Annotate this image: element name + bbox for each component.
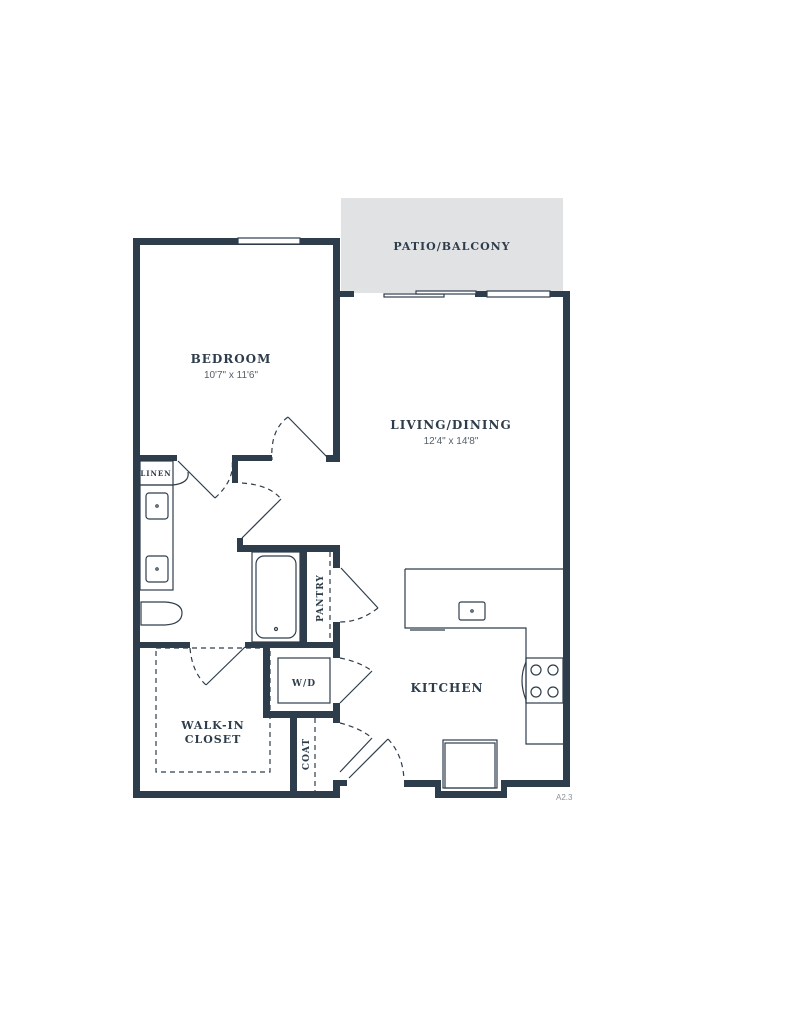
refrigerator-icon [442, 739, 498, 789]
kitchen-counter [404, 568, 563, 745]
sink-icon [145, 492, 169, 520]
plan-code: A2.3 [556, 793, 573, 802]
living-label: LIVING/DINING [390, 418, 511, 432]
living-dimensions: 12'4" x 14'8" [424, 436, 479, 447]
fixtures [139, 460, 564, 791]
stove-icon [525, 657, 564, 704]
closet-label-line2: CLOSET [185, 733, 242, 746]
walk-in-closet-shelf [155, 647, 271, 773]
toilet-icon [140, 601, 183, 626]
walls [133, 238, 570, 798]
closet-label-line1: WALK-IN [180, 719, 244, 732]
bedroom-dimensions: 10'7" x 11'6" [204, 370, 259, 381]
doors [177, 416, 405, 781]
sliding-door [383, 293, 445, 298]
wd-label: W/D [291, 679, 316, 689]
sliding-door-panel [415, 290, 477, 295]
coat-label: COAT [302, 738, 312, 770]
linen-label: LINEN [140, 469, 171, 478]
living-window [486, 290, 551, 298]
bedroom-label: BEDROOM [191, 352, 272, 366]
bathtub-icon [251, 551, 301, 643]
pantry-label: PANTRY [316, 574, 326, 622]
washer-dryer [277, 657, 331, 704]
kitchen-label: KITCHEN [411, 681, 484, 695]
patio-area [341, 198, 563, 293]
patio-label: PATIO/BALCONY [393, 240, 510, 253]
sink-icon [145, 555, 169, 583]
bedroom-window [237, 237, 301, 245]
kitchen-sink-icon [458, 601, 486, 621]
